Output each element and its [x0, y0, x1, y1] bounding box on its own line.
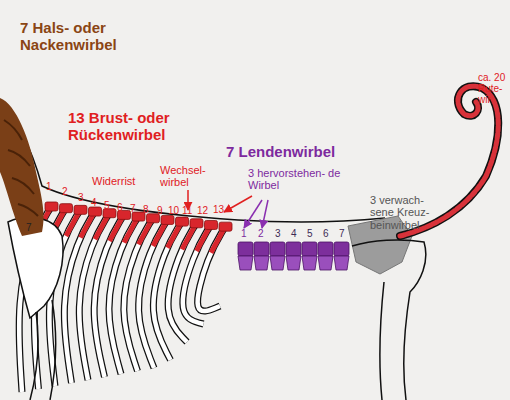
thoracic-vertebra — [60, 204, 73, 213]
thoracic-vertebra — [205, 220, 218, 229]
vertebra-number: 1 — [46, 181, 58, 192]
lumbar-process — [270, 256, 285, 270]
rib-head — [124, 219, 137, 243]
vertebra-number: 4 — [91, 197, 103, 208]
rib-head — [81, 214, 94, 238]
neck-vertebra-lines — [4, 120, 38, 216]
vertebra-number: 10 — [168, 205, 184, 216]
vertebra-number: 4 — [291, 228, 303, 239]
vertebra-number: 6 — [117, 202, 129, 213]
rib-head — [139, 220, 152, 244]
pointer-arrow — [262, 200, 268, 228]
lumbar-vertebrae — [238, 242, 349, 270]
thoracic-vertebra — [74, 205, 87, 214]
vertebra-number: 2 — [258, 228, 270, 239]
thoracic-vertebrae — [45, 202, 232, 231]
region-label: 13 Brust- oder Rückenwirbel — [68, 110, 218, 144]
rib-head — [110, 217, 123, 241]
vertebra-number: 13 — [213, 204, 229, 215]
vertebra-number: 11 — [182, 205, 198, 216]
lumbar-vertebra — [286, 242, 301, 256]
vertebra-number: 6 — [323, 228, 335, 239]
rib-head — [66, 212, 79, 236]
region-label: Wechsel- wirbel — [160, 164, 214, 189]
vertebra-number: 12 — [197, 205, 213, 216]
lumbar-process — [302, 256, 317, 270]
region-label: 7 Lendenwirbel — [226, 144, 356, 161]
vertebra-number: 3 — [275, 228, 287, 239]
rib-head — [197, 227, 210, 251]
region-label: 3 verwach- sene Kreuz- beinwirbel — [370, 194, 446, 231]
lumbar-vertebra — [334, 242, 349, 256]
lumbar-process — [238, 256, 253, 270]
vertebra-number: 2 — [62, 186, 74, 197]
vertebra-number: 3 — [78, 192, 90, 203]
vertebra-number: 1 — [241, 228, 253, 239]
region-label: 7 Hals- oder Nackenwirbel — [20, 20, 160, 54]
pointer-arrow — [224, 196, 252, 212]
vertebra-number: 7 — [339, 228, 351, 239]
thoracic-vertebra — [219, 222, 232, 231]
lumbar-vertebra — [254, 242, 269, 256]
rib-head — [153, 222, 166, 246]
lumbar-process — [286, 256, 301, 270]
vertebra-number: 8 — [143, 204, 155, 215]
lumbar-vertebra — [270, 242, 285, 256]
region-label: 3 hervorstehen- de Wirbel — [248, 167, 348, 192]
lumbar-vertebra — [318, 242, 333, 256]
rib-head — [168, 224, 181, 248]
lumbar-process — [318, 256, 333, 270]
pointer-arrow — [244, 200, 262, 228]
vertebra-number: 5 — [307, 228, 319, 239]
thoracic-vertebra — [45, 202, 58, 211]
vertebra-number: 7 — [26, 222, 38, 233]
hip-and-hind-leg — [352, 240, 426, 400]
front-leg — [30, 300, 56, 400]
rib-head — [182, 225, 195, 249]
lumbar-process — [254, 256, 269, 270]
vertebra-number: 5 — [104, 200, 116, 211]
vertebra-number: 7 — [130, 203, 142, 214]
thoracic-vertebra — [89, 207, 102, 216]
thoracic-vertebra — [161, 215, 174, 224]
neck-vertebrae — [0, 98, 44, 236]
region-label: Widerrist — [92, 175, 152, 187]
back-outline — [0, 112, 385, 222]
lumbar-process — [334, 256, 349, 270]
region-label: ca. 20 Rute- wir — [478, 72, 510, 106]
vertebra-number: 9 — [157, 205, 169, 216]
thoracic-vertebra — [190, 219, 203, 228]
rib-head — [211, 229, 224, 253]
rib-head — [95, 215, 108, 239]
lumbar-vertebra — [238, 242, 253, 256]
lumbar-vertebra — [302, 242, 317, 256]
thoracic-vertebra — [176, 217, 189, 226]
